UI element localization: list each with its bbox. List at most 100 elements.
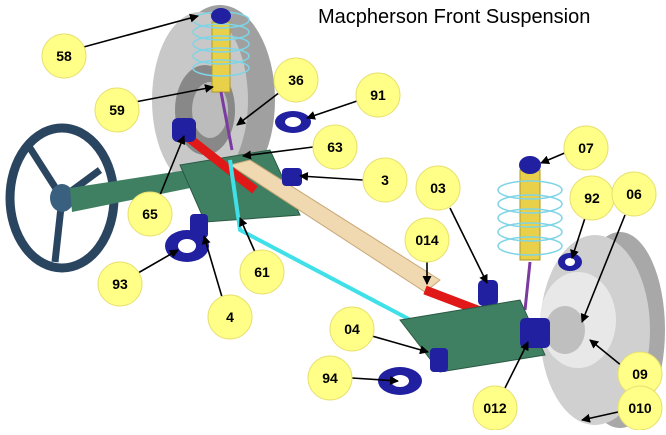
- callout-badge: [312, 124, 358, 170]
- callout-label: 91: [370, 87, 386, 103]
- callout-arrow: [351, 375, 399, 385]
- callout-arrow: [589, 339, 623, 367]
- callout-014: 014: [404, 217, 450, 285]
- callout-label: 93: [112, 276, 128, 292]
- callout-36: 36: [236, 57, 319, 126]
- callout-label: 58: [56, 48, 72, 64]
- callout-label: 92: [584, 190, 600, 206]
- callout-label: 06: [626, 186, 642, 202]
- callout-label: 012: [483, 400, 507, 416]
- callout-badge: [404, 217, 450, 263]
- callout-badge: [97, 261, 143, 307]
- callout-label: 07: [578, 140, 594, 156]
- callout-label: 4: [226, 309, 234, 325]
- callout-04: 04: [329, 306, 429, 355]
- callout-arrow: [580, 214, 626, 323]
- callout-arrow: [449, 207, 488, 284]
- right-strut: [519, 169, 541, 261]
- right-coil-spring: [497, 180, 563, 256]
- callout-badge: [362, 157, 408, 203]
- callout-010: 010: [581, 385, 663, 431]
- callout-arrow: [570, 217, 586, 259]
- callout-label: 010: [628, 400, 652, 416]
- callout-label: 014: [415, 232, 439, 248]
- callout-arrow: [236, 91, 281, 126]
- right-hub-center: [545, 306, 585, 354]
- callout-07: 07: [540, 125, 609, 171]
- callout-012: 012: [472, 341, 529, 431]
- callout-layer: 58 59 36 91 63 3 07 03 92 06 65 014 93 61 4 04 94 09 012 01…: [41, 13, 663, 431]
- callout-badge: [207, 294, 253, 340]
- callout-label: 03: [430, 180, 446, 196]
- callout-arrow: [371, 335, 429, 355]
- callout-92: 92: [569, 175, 615, 259]
- callout-4: 4: [201, 235, 253, 340]
- right-link-rod: [523, 261, 532, 311]
- steering-hub: [50, 184, 74, 212]
- callout-label: 94: [322, 370, 338, 386]
- callout-arrow: [79, 13, 199, 49]
- callout-61: 61: [239, 217, 285, 295]
- callout-arrow: [299, 172, 364, 181]
- callout-arrow: [504, 341, 529, 389]
- callout-06: 06: [580, 171, 657, 323]
- callout-arrow: [581, 411, 619, 423]
- bushing-92: [558, 253, 582, 271]
- left-strut: [211, 21, 231, 93]
- diagram-title: Macpherson Front Suspension: [318, 6, 591, 28]
- bushing-91: [275, 111, 311, 133]
- callout-63: 63: [242, 124, 358, 170]
- callout-arrow: [239, 217, 256, 253]
- callout-badge: [127, 191, 173, 237]
- callout-93: 93: [97, 249, 179, 307]
- bushing-94: [378, 367, 422, 395]
- callout-arrow: [137, 249, 179, 274]
- bushing-93: [165, 230, 209, 262]
- callout-59: 59: [94, 84, 214, 133]
- callout-label: 61: [254, 264, 270, 280]
- callout-58: 58: [41, 13, 199, 79]
- left-rack-end: [182, 131, 258, 194]
- right-strut-assembly: [497, 156, 582, 311]
- callout-label: 65: [142, 206, 158, 222]
- fitting-3: [282, 168, 302, 186]
- callout-badge: [239, 249, 285, 295]
- callout-arrow: [159, 135, 186, 196]
- fitting-65: [172, 118, 196, 142]
- steering-column: [70, 168, 210, 212]
- callout-03: 03: [415, 165, 488, 284]
- bushing-04: [430, 348, 448, 372]
- callout-label: 09: [632, 366, 648, 382]
- callout-badge: [563, 125, 609, 171]
- left-link-rod: [219, 91, 234, 151]
- steering-wheel: [5, 123, 210, 273]
- callout-91: 91: [306, 72, 401, 120]
- callout-badge: [611, 171, 657, 217]
- left-strut-assembly: [192, 8, 250, 151]
- callout-label: 59: [109, 102, 125, 118]
- callout-badge: [41, 33, 87, 79]
- callout-badge: [94, 87, 140, 133]
- callout-65: 65: [127, 135, 186, 237]
- fitting-012: [520, 318, 550, 348]
- tie-rod: [228, 159, 441, 293]
- callout-label: 3: [381, 172, 389, 188]
- callout-3: 3: [299, 157, 408, 203]
- callout-badge: [329, 306, 375, 352]
- callout-09: 09: [589, 339, 663, 397]
- right-strut-mount: [519, 156, 541, 174]
- callout-label: 63: [327, 139, 343, 155]
- left-strut-mount: [211, 8, 231, 24]
- left-lower-arm: [179, 149, 301, 238]
- callout-arrow: [134, 84, 214, 103]
- callout-label: 04: [344, 321, 360, 337]
- callout-badge: [415, 165, 461, 211]
- left-hub-center: [192, 82, 228, 138]
- callout-arrow: [540, 151, 568, 165]
- callout-badge: [355, 72, 401, 118]
- callout-label: 36: [288, 72, 304, 88]
- callout-badge: [273, 57, 319, 103]
- fitting-03: [478, 280, 498, 306]
